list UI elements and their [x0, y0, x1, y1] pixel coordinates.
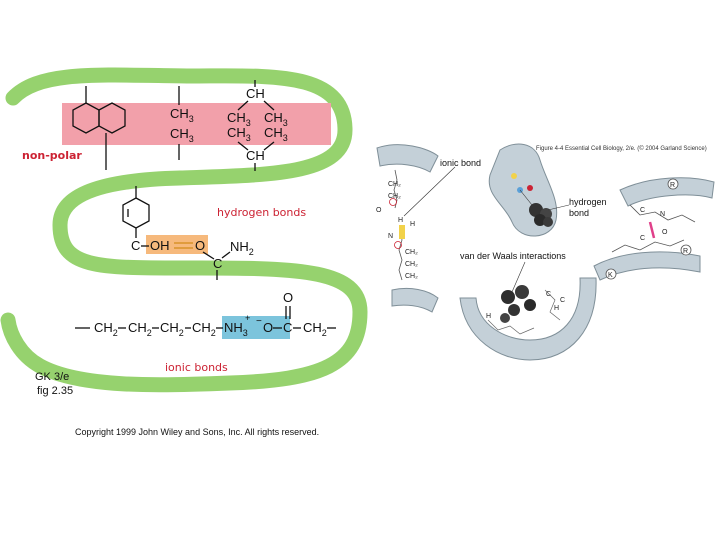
svg-text:C: C — [131, 238, 140, 253]
svg-text:C: C — [283, 320, 292, 335]
svg-text:CH3: CH3 — [170, 106, 194, 124]
hbond-box — [146, 235, 208, 254]
label-non-polar: non-polar — [22, 149, 82, 162]
phenol-ring — [122, 186, 150, 238]
ionic-box — [222, 316, 290, 339]
svg-text:O: O — [263, 320, 273, 335]
svg-text:NH3: NH3 — [224, 320, 248, 338]
svg-text:H: H — [554, 305, 559, 312]
van-der-waals-illustration: van der Waals interactions C H H C — [459, 251, 597, 361]
label-van-der-waals: van der Waals interactions — [460, 251, 566, 261]
svg-text:C: C — [213, 256, 222, 271]
svg-text:O: O — [195, 238, 205, 253]
svg-text:H: H — [486, 313, 491, 320]
svg-text:R: R — [683, 248, 688, 255]
svg-text:C: C — [560, 297, 565, 304]
copyright-text: Copyright 1999 John Wiley and Sons, Inc.… — [75, 427, 319, 437]
label-ionic-bonds: ionic bonds — [165, 361, 228, 374]
label-hydrogen-bond-line2: bond — [569, 208, 589, 218]
svg-text:N: N — [660, 211, 665, 218]
svg-text:CH: CH — [246, 86, 265, 101]
figure-source: Figure 4-4 Essential Cell Biology, 2/e. … — [536, 145, 707, 152]
svg-text:CH2: CH2 — [160, 320, 184, 338]
svg-text:CH₂: CH₂ — [405, 249, 418, 256]
svg-text:CH2: CH2 — [192, 320, 216, 338]
figure-note-line1: GK 3/e — [35, 371, 69, 383]
svg-text:CH: CH — [246, 148, 265, 163]
ionic-bond-structure: CH2 CH2 CH2 CH2 NH3 + − O C O CH2 — [75, 290, 336, 338]
svg-text:−: − — [256, 316, 262, 327]
svg-text:K: K — [608, 272, 613, 279]
hydrogen-bond-illustration: hydrogen bond — [488, 143, 607, 237]
tube-hbond-illustration: C N O C R R K — [593, 177, 715, 281]
svg-text:CH₂: CH₂ — [388, 193, 401, 200]
green-ribbon — [0, 67, 368, 393]
left-panel: CH3 CH3 CH CH3 CH3 CH3 CH3 CH non-polar — [0, 67, 368, 437]
svg-text:CH2: CH2 — [303, 320, 327, 338]
label-hydrogen-bonds: hydrogen bonds — [217, 206, 306, 219]
svg-text:CH2: CH2 — [94, 320, 118, 338]
ionic-bond-illustration: CH₂ CH₂ O H N H CH₂ CH₂ CH₂ ionic bond — [376, 144, 481, 313]
label-ionic-bond: ionic bond — [440, 158, 481, 168]
right-panel: Figure 4-4 Essential Cell Biology, 2/e. … — [376, 143, 715, 361]
svg-text:C: C — [640, 207, 645, 214]
label-hydrogen-bond-line1: hydrogen — [569, 197, 607, 207]
svg-text:R: R — [670, 182, 675, 189]
methyl-pair: CH3 CH3 — [170, 86, 194, 160]
hydrogen-bond-structure: C OH O C NH2 — [131, 238, 254, 280]
svg-text:CH3: CH3 — [170, 126, 194, 144]
svg-text:C: C — [546, 291, 551, 298]
svg-text:CH₂: CH₂ — [405, 273, 418, 280]
svg-text:CH3: CH3 — [227, 110, 251, 128]
isopropyl-pair: CH CH3 CH3 CH3 CH3 CH — [227, 80, 288, 171]
svg-text:N: N — [388, 233, 393, 240]
nonpolar-band — [62, 103, 331, 145]
svg-text:O: O — [662, 229, 668, 236]
svg-text:CH3: CH3 — [264, 125, 288, 143]
svg-text:NH2: NH2 — [230, 239, 254, 257]
svg-text:CH3: CH3 — [227, 125, 251, 143]
svg-text:H: H — [410, 221, 415, 228]
svg-text:H: H — [398, 217, 403, 224]
svg-text:CH₂: CH₂ — [405, 261, 418, 268]
svg-text:O: O — [376, 207, 382, 214]
naphthalene-structure — [72, 86, 126, 170]
svg-text:O: O — [283, 290, 293, 305]
svg-text:CH2: CH2 — [128, 320, 152, 338]
svg-text:C: C — [640, 235, 645, 242]
svg-text:OH: OH — [150, 238, 170, 253]
svg-text:CH₂: CH₂ — [388, 181, 401, 188]
figure-note-line2: fig 2.35 — [37, 385, 73, 397]
svg-text:CH3: CH3 — [264, 110, 288, 128]
svg-text:+: + — [245, 313, 250, 323]
